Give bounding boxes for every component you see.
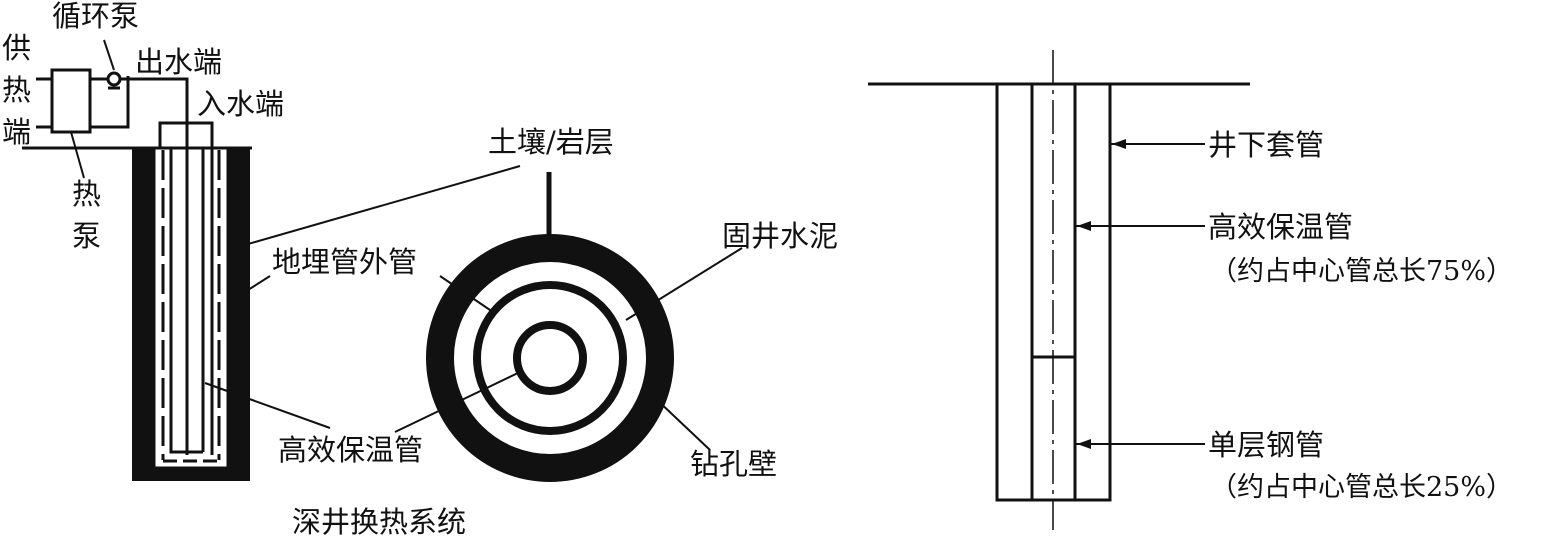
system-caption: 深井换热系统 <box>292 505 466 539</box>
heat-pump-label-1: 热 <box>72 177 101 211</box>
circulation-pump-icon <box>106 71 122 87</box>
borehole-wall-leader <box>654 397 711 451</box>
section-outer-ring <box>426 234 674 482</box>
soil-leader <box>247 165 521 245</box>
return-pipe <box>90 76 130 129</box>
insulated-pipe-leader-left <box>204 382 331 429</box>
section-inner-pipe-ring <box>513 321 587 395</box>
soil-rock-label: 土壤/岩层 <box>488 125 614 159</box>
circulation-pump-leader <box>103 39 115 71</box>
heat-supply-label-1: 供 <box>2 31 31 65</box>
insulated-pipe-note: （约占中心管总长75%） <box>1210 256 1513 287</box>
casing-arrowhead <box>1112 139 1126 149</box>
inner-pipe-left <box>169 148 203 454</box>
section-outer-pipe-ring <box>473 281 627 435</box>
casing-label: 井下套管 <box>1208 128 1324 162</box>
insulated-pipe-label-left: 高效保温管 <box>278 433 423 467</box>
inlet-label: 入水端 <box>197 87 284 121</box>
section-outer-pipe-leader <box>439 275 491 311</box>
right-borehole-wall <box>228 148 250 481</box>
heat-supply-label-3: 端 <box>2 115 31 149</box>
borehole-wall-label: 钻孔壁 <box>690 447 777 481</box>
outlet-label: 出水端 <box>135 45 222 79</box>
heat-pump-label-2: 泵 <box>72 219 101 253</box>
insulated-arrowhead <box>1077 221 1091 231</box>
outer-pipe-leader <box>247 275 271 291</box>
cement-label: 固井水泥 <box>722 219 838 253</box>
outer-pipe <box>152 148 230 470</box>
insulated-pipe-label-right: 高效保温管 <box>1208 210 1353 244</box>
heat-pump-leader <box>70 131 85 179</box>
insulated-pipe-leader-mid <box>394 371 521 433</box>
steel-pipe-note: （约占中心管总长25%） <box>1210 472 1513 503</box>
circulation-pump-label: 循环泵 <box>52 0 139 33</box>
steel-pipe-label: 单层钢管 <box>1208 428 1324 462</box>
borehole-bottom <box>132 468 250 481</box>
steel-arrowhead <box>1077 439 1091 449</box>
inlet-pipe <box>158 121 214 455</box>
outer-pipe-label: 地埋管外管 <box>272 245 417 279</box>
left-borehole-wall <box>132 148 154 481</box>
cement-leader <box>625 247 743 321</box>
heat-pump-box <box>50 68 92 134</box>
heat-supply-label-2: 热 <box>2 73 31 107</box>
